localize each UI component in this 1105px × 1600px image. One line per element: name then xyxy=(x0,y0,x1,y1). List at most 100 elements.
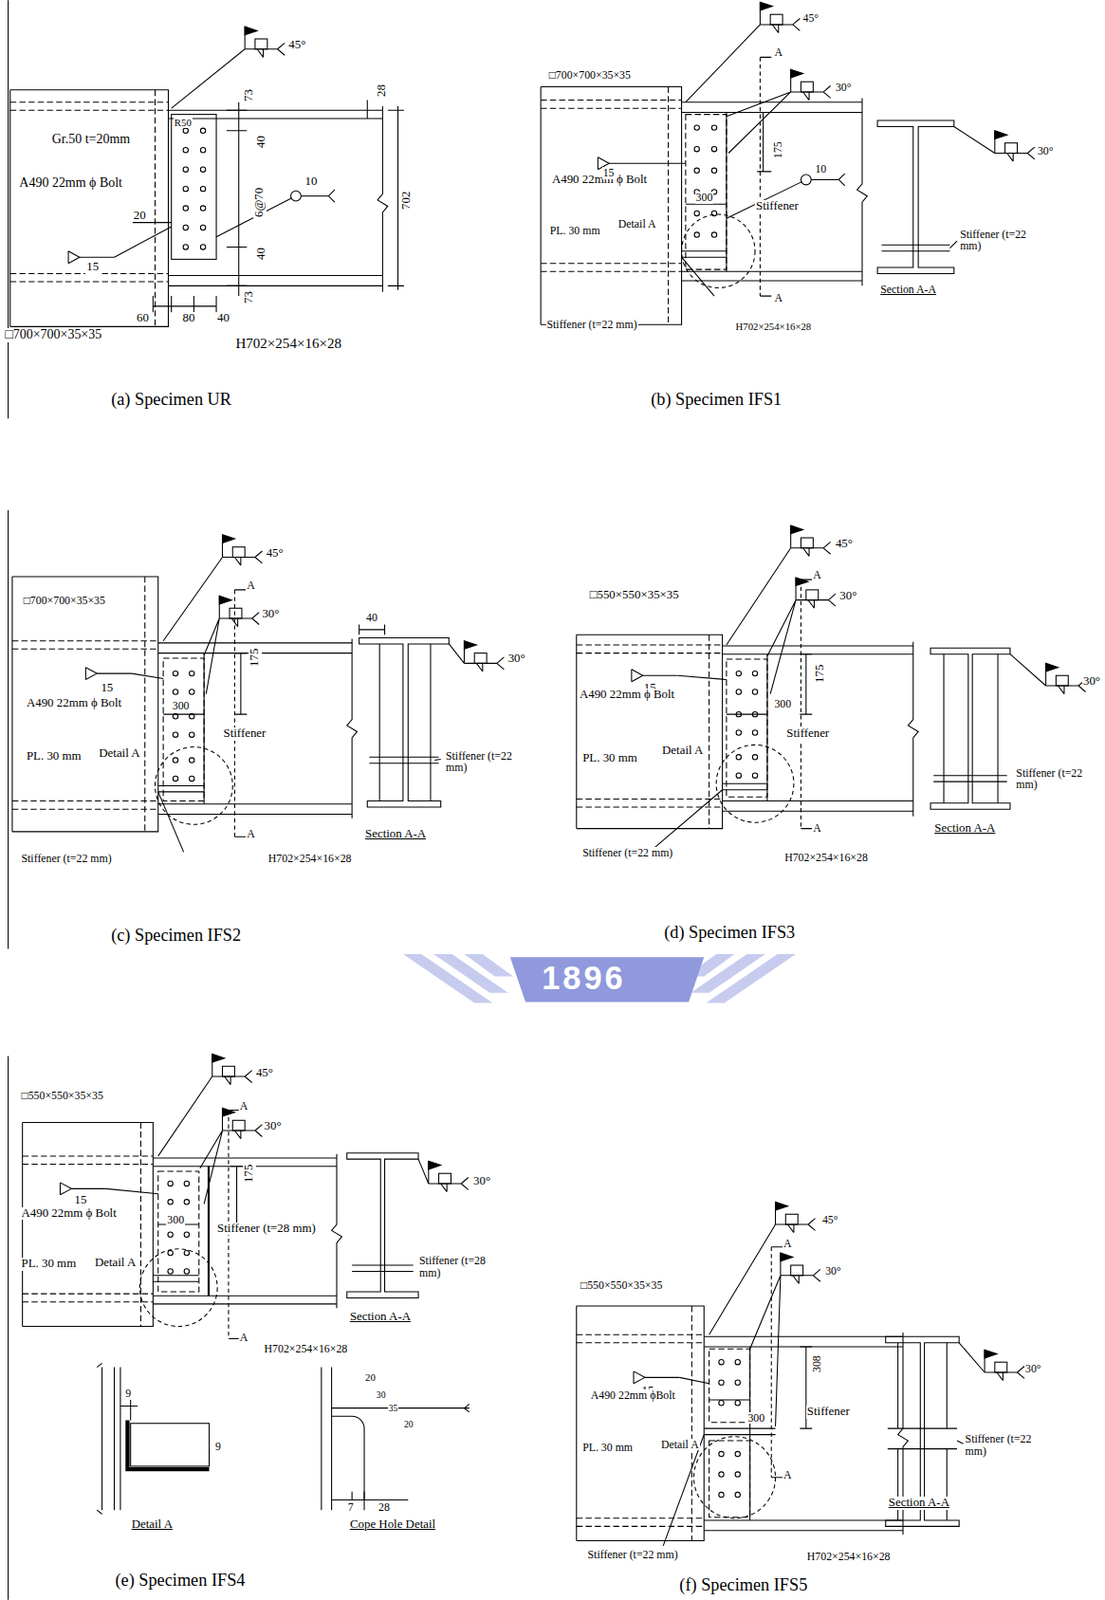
dimension: R50 xyxy=(173,117,193,129)
member-size: □550×550×35×35 xyxy=(579,1279,663,1291)
annotation: Detail A xyxy=(617,218,658,230)
member-size: □700×700×35×35 xyxy=(22,594,107,607)
weld-angle: 30° xyxy=(1024,1362,1043,1375)
weld-angle: 30° xyxy=(507,652,527,666)
dimension: 175 xyxy=(242,1162,257,1183)
dimension: 20 xyxy=(364,1372,377,1383)
weld-angle: 30° xyxy=(1082,675,1102,689)
detail-title: Section A-A xyxy=(933,822,996,836)
dimension: 300 xyxy=(746,1412,766,1424)
annotation: Stiffener xyxy=(755,200,800,214)
annotation: PL. 30 mm xyxy=(549,224,602,237)
dimension: 300 xyxy=(171,699,191,712)
annotation: Stiffener (t=22 mm) xyxy=(964,1433,1034,1457)
annotation: Stiffener xyxy=(222,727,268,741)
dimension: 15 xyxy=(602,166,616,179)
annotation: Stiffener (t=28 mm) xyxy=(216,1222,317,1236)
section-mark: A xyxy=(782,1237,793,1250)
dimension: 300 xyxy=(695,191,715,203)
annotation: PL. 30 mm xyxy=(581,752,639,766)
section-mark: A xyxy=(245,828,257,840)
dimension: 40 xyxy=(255,246,269,261)
dimension: 40 xyxy=(255,134,269,149)
dimension: 15 xyxy=(73,1194,88,1208)
annotation: Gr.50 t=20mm xyxy=(51,132,131,148)
weld-angle: 45° xyxy=(255,1067,275,1081)
section-mark: A xyxy=(773,46,784,58)
annotation: Stiffener (t=22 mm) xyxy=(546,318,639,331)
dimension: 40 xyxy=(216,312,231,326)
annotation: Detail A xyxy=(661,744,704,758)
figure-caption: (f) Specimen IFS5 xyxy=(678,1576,809,1595)
annotation: Stiffener xyxy=(806,1405,851,1419)
annotation: Stiffener (t=22 mm) xyxy=(20,852,113,865)
dimension: 35 xyxy=(387,1403,400,1414)
dimension: 15 xyxy=(99,681,114,696)
member-size: □550×550×35×35 xyxy=(20,1089,105,1102)
annotation: A490 22mm ϕ Bolt xyxy=(578,688,676,702)
university-logo-watermark xyxy=(403,954,796,1004)
annotation: Stiffener (t=22 mm) xyxy=(958,228,1034,253)
specimen-ifs3-drawing xyxy=(576,525,1087,849)
figure-caption: (e) Specimen IFS4 xyxy=(113,1571,246,1590)
detail-title: Detail A xyxy=(130,1518,174,1532)
annotation: A490 22mm ϕ Bolt xyxy=(18,176,124,191)
figure-caption: (b) Specimen IFS1 xyxy=(649,390,783,409)
weld-angle: 30° xyxy=(263,1120,283,1134)
annotation: Stiffener (t=22 mm) xyxy=(587,1548,680,1561)
weld-angle: 30° xyxy=(838,589,858,604)
dimension: 308 xyxy=(810,1354,823,1374)
detail-title: Cope Hole Detail xyxy=(349,1518,437,1532)
annotation: A490 22mm ϕBolt xyxy=(589,1389,677,1401)
weld-angle: 45° xyxy=(265,547,285,561)
weld-angle: 30° xyxy=(824,1265,843,1277)
specimen-ifs1-drawing xyxy=(540,1,1035,325)
detail-title: Section A-A xyxy=(887,1496,951,1511)
annotation: Stiffener (t=28 mm) xyxy=(418,1254,494,1279)
member-size: H702×254×16×28 xyxy=(783,851,869,864)
section-mark: A xyxy=(811,569,823,581)
member-size: H702×254×16×28 xyxy=(735,321,813,332)
detail-title: Section A-A xyxy=(879,283,938,295)
detail-title: Section A-A xyxy=(364,828,427,842)
section-mark: A xyxy=(239,1331,250,1344)
member-size: □550×550×35×35 xyxy=(589,589,681,603)
dimension: 28 xyxy=(375,83,389,98)
weld-angle: 30° xyxy=(1036,145,1055,157)
section-mark: A xyxy=(811,822,823,834)
annotation: Stiffener xyxy=(785,727,830,741)
specimen-ifs4-drawing xyxy=(22,1053,470,1514)
annotation: Stiffener (t=22 mm) xyxy=(1014,767,1090,792)
annotation: Stiffener (t=22 mm) xyxy=(444,750,520,774)
dimension: 80 xyxy=(181,312,196,326)
annotation: Detail A xyxy=(93,1256,137,1271)
annotation: PL. 30 mm xyxy=(25,750,83,764)
annotation: Detail A xyxy=(97,747,141,761)
dimension: 20 xyxy=(132,209,148,223)
dimension: 7 xyxy=(347,1501,355,1513)
member-size: □700×700×35×35 xyxy=(548,69,632,81)
annotation: A490 22mm ϕ Bolt xyxy=(25,697,123,711)
weld-angle: 30° xyxy=(834,81,853,93)
dimension: 40 xyxy=(365,611,379,624)
section-mark: A xyxy=(782,1469,793,1481)
annotation: A490 22mm ϕ Bolt xyxy=(551,173,648,187)
weld-angle: 45° xyxy=(834,537,854,552)
member-size: H702×254×16×28 xyxy=(806,1550,892,1563)
dimension: 10 xyxy=(304,175,319,189)
member-size: H702×254×16×28 xyxy=(263,1343,350,1355)
dimension: 30 xyxy=(375,1390,387,1400)
member-size: H702×254×16×28 xyxy=(234,336,343,352)
dimension: 175 xyxy=(248,646,262,667)
dimension: 9 xyxy=(124,1387,132,1400)
figure-caption: (c) Specimen IFS2 xyxy=(110,926,242,945)
dimension: 9 xyxy=(214,1440,222,1453)
dimension: 702 xyxy=(400,189,414,210)
specimen-ur-drawing xyxy=(10,26,405,327)
dimension: 60 xyxy=(135,312,150,326)
section-mark: A xyxy=(239,1100,250,1112)
dimension: 175 xyxy=(772,140,784,160)
member-size: □700×700×35×35 xyxy=(3,328,103,343)
weld-angle: 45° xyxy=(287,38,307,53)
